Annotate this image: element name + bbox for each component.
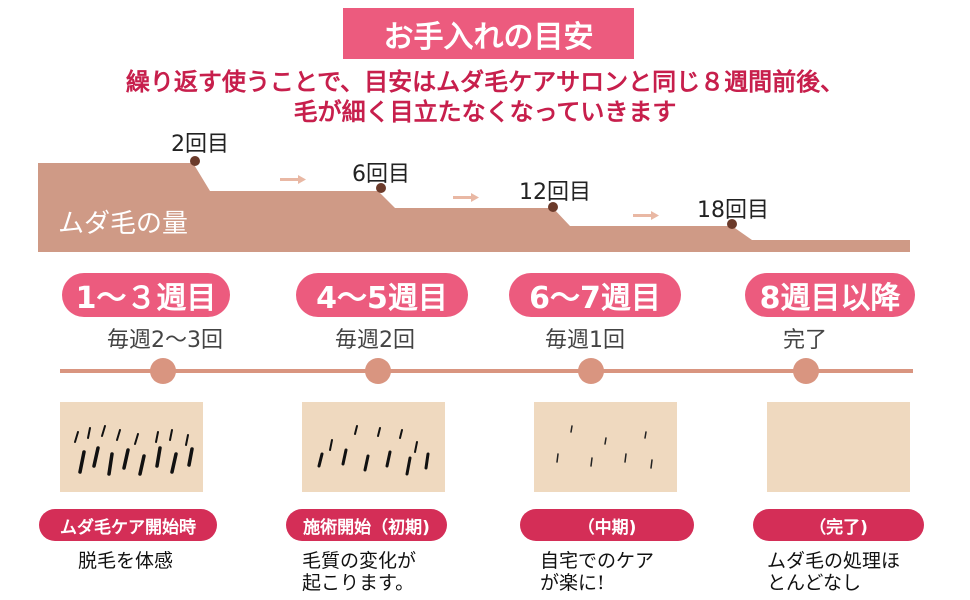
arrow-3 bbox=[633, 211, 659, 220]
description-4-line-1: ムダ毛の処理ほ bbox=[767, 550, 901, 572]
mark-label-2: 2回目 bbox=[171, 132, 229, 157]
skin-image-sparse-hair bbox=[534, 402, 677, 492]
marker-dot-6 bbox=[376, 183, 386, 193]
description-3-line-1: 自宅でのケア bbox=[540, 550, 655, 572]
arrow-1 bbox=[280, 175, 306, 184]
subtitle-line-1: 繰り返す使うことで、目安はムダ毛ケアサロンと同じ８週間前後、 bbox=[125, 68, 845, 96]
skin-image-no-hair bbox=[767, 402, 910, 492]
description-4-line-2: とんどなし bbox=[767, 572, 862, 594]
arrow-2 bbox=[453, 193, 479, 202]
description-3-line-2: が楽に! bbox=[540, 572, 605, 594]
timeline-line bbox=[60, 369, 913, 373]
phase-badge-2: 施術開始（初期) bbox=[286, 509, 447, 541]
hair-amount-graph bbox=[38, 156, 910, 252]
frequency-3: 毎週1回 bbox=[545, 328, 625, 353]
marker-dot-18 bbox=[727, 219, 737, 229]
frequency-2: 毎週2回 bbox=[335, 328, 415, 353]
phase-badge-1: ムダ毛ケア開始時 bbox=[39, 509, 217, 541]
skin-image-dense-hair bbox=[60, 402, 203, 492]
timeline-dot-3 bbox=[578, 358, 604, 384]
frequency-1: 毎週2〜3回 bbox=[107, 328, 223, 353]
marker-dot-2 bbox=[190, 156, 200, 166]
timeline-dot-2 bbox=[365, 358, 391, 384]
description-2-line-1: 毛質の変化が bbox=[302, 550, 417, 572]
skin-image-medium-hair bbox=[302, 402, 445, 492]
week-badge-2: 4〜5週目 bbox=[296, 273, 468, 317]
week-badge-4: 8週目以降 bbox=[745, 273, 915, 317]
description-2-line-2: 起こります。 bbox=[302, 572, 415, 594]
description-1: 脱毛を体感 bbox=[78, 550, 173, 572]
subtitle-line-2: 毛が細く目立たなくなっていきます bbox=[293, 98, 677, 126]
description-2: 毛質の変化が 起こります。 bbox=[302, 550, 416, 594]
phase-badge-3: （中期) bbox=[520, 509, 694, 541]
timeline-dot-1 bbox=[150, 358, 176, 384]
mark-label-6: 6回目 bbox=[352, 162, 410, 187]
week-badge-1: 1〜３週目 bbox=[62, 273, 230, 317]
description-1-line-1: 脱毛を体感 bbox=[78, 550, 174, 572]
week-badge-3: 6〜7週目 bbox=[509, 273, 681, 317]
marker-dot-12 bbox=[548, 202, 558, 212]
description-4: ムダ毛の処理ほ とんどなし bbox=[767, 550, 900, 594]
hair-amount-area bbox=[38, 163, 910, 252]
frequency-4: 完了 bbox=[782, 328, 827, 353]
mark-label-12: 12回目 bbox=[519, 180, 591, 205]
page-title: お手入れの目安 bbox=[343, 8, 634, 59]
description-3: 自宅でのケア が楽に! bbox=[540, 550, 654, 594]
timeline-dot-4 bbox=[793, 358, 819, 384]
hair-amount-label: ムダ毛の量 bbox=[58, 209, 189, 239]
phase-badge-4: （完了) bbox=[753, 509, 924, 541]
mark-label-18: 18回目 bbox=[697, 198, 769, 223]
